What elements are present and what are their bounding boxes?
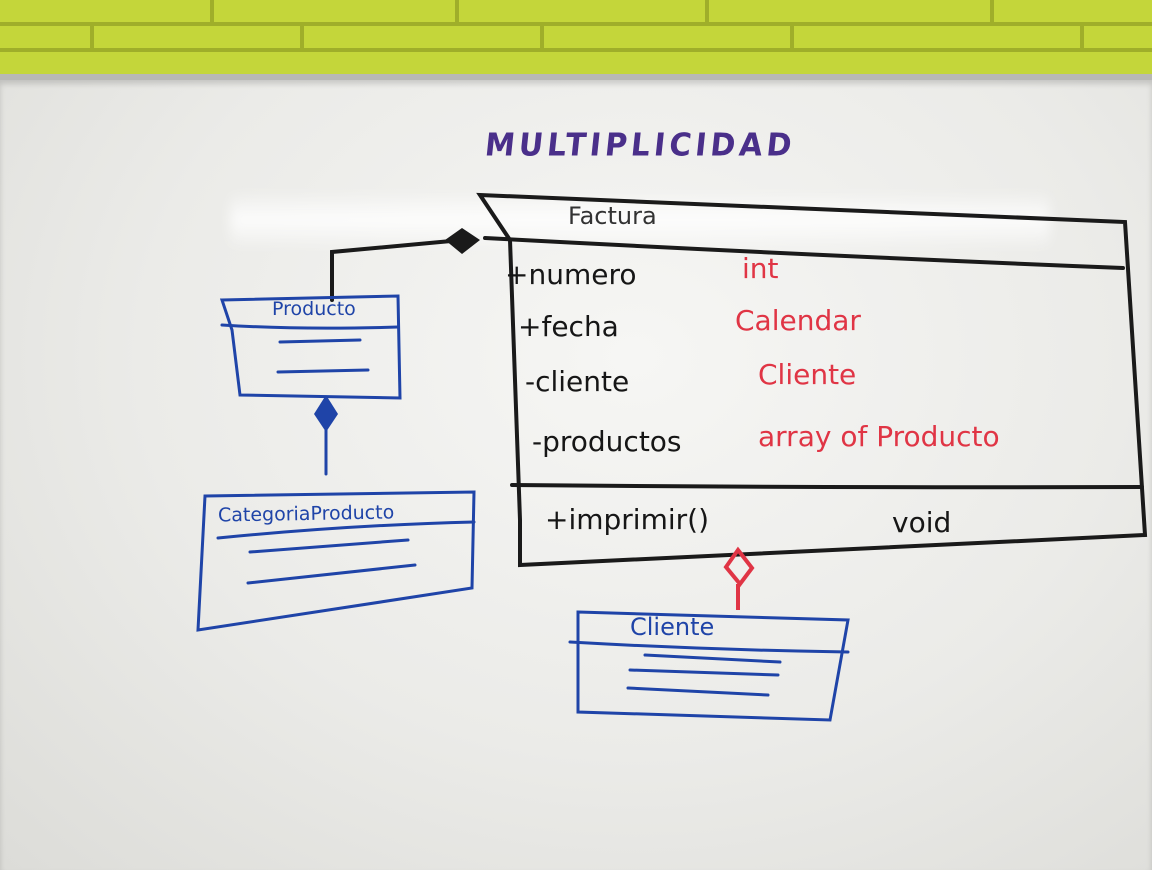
brick-joint — [90, 24, 94, 50]
brick-joint — [1080, 24, 1084, 50]
factura-method-type: void — [892, 506, 952, 539]
cliente-box-outline — [576, 610, 850, 722]
factura-attr-fecha: +fecha — [518, 310, 619, 343]
factura-type-fecha: Calendar — [735, 304, 861, 337]
cliente-class-name: Cliente — [630, 613, 715, 641]
factura-class-name: Factura — [568, 202, 657, 230]
brick-joint — [990, 0, 994, 22]
categoria-box-outline — [196, 490, 476, 632]
brick-joint — [540, 24, 544, 50]
factura-type-numero: int — [742, 252, 779, 285]
factura-attr-cliente: -cliente — [525, 365, 630, 398]
green-brick-wall — [0, 0, 1152, 80]
producto-association-line — [330, 238, 464, 302]
cliente-method-line — [626, 686, 770, 697]
factura-type-productos: array of Producto — [758, 420, 1000, 453]
cliente-attr-line-1 — [643, 653, 782, 664]
categoria-class-name: CategoriaProducto — [217, 501, 395, 527]
brick-joint — [455, 0, 459, 22]
brick-joint — [300, 24, 304, 50]
factura-attr-productos: -productos — [532, 425, 682, 458]
categoria-attr-line — [248, 538, 410, 554]
cliente-attr-line-2 — [628, 668, 780, 677]
brick-joint — [210, 0, 214, 22]
factura-attr-numero: +numero — [505, 258, 637, 291]
producto-method-line — [276, 368, 370, 374]
categoria-method-line — [246, 563, 417, 585]
categoria-header-divider — [216, 520, 476, 540]
producto-attr-line — [278, 338, 362, 344]
brick-joint — [705, 0, 709, 22]
producto-header-divider — [220, 323, 400, 330]
factura-header-divider — [483, 236, 1125, 270]
blue-composition-diamond-icon — [314, 395, 338, 432]
factura-method-divider — [510, 483, 1144, 490]
board-title: MULTIPLICIDAD — [483, 127, 798, 164]
producto-class-name: Producto — [272, 298, 356, 320]
factura-method-imprimir: +imprimir() — [545, 503, 709, 536]
factura-type-cliente: Cliente — [758, 358, 857, 391]
composition-diamond-icon — [445, 228, 480, 254]
cliente-header-divider — [568, 640, 850, 654]
brick-joint — [790, 24, 794, 50]
